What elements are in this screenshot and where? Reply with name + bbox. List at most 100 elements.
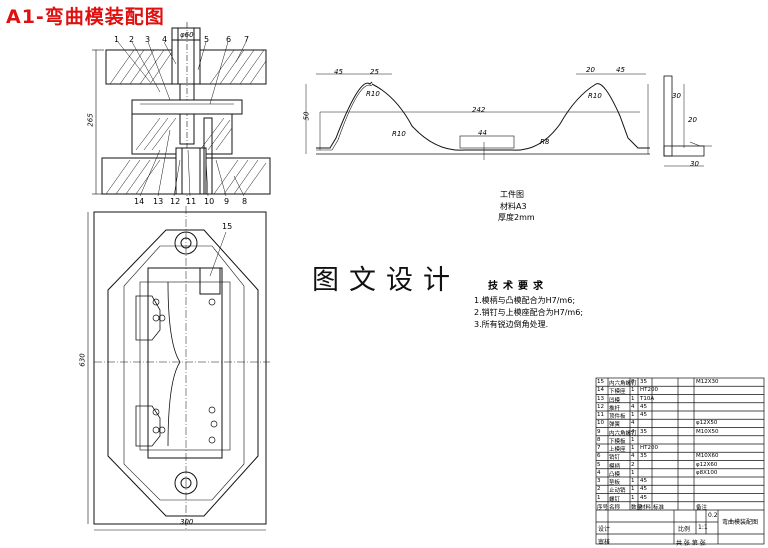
watermark-text: 图文设计 [312,265,460,296]
drawing-name: 弯曲模装配图 [722,519,759,526]
dim-side-base: 30 [690,160,699,168]
bom-cell-no: 7 [597,445,601,451]
bom-cell-mat: HT200 [640,445,658,451]
dim-side-mid: 20 [688,116,697,124]
bom-cell-name: 销钉 [609,455,621,462]
bom-cell-qty: 4 [631,453,635,460]
dim-bottom-flat: 44 [478,129,487,137]
bom-cell-name: 模柄 [609,463,621,470]
bom-cell-qty: 1 [631,486,635,493]
tech-requirement-3: 3.所有锐边倒角处理. [474,320,549,329]
bom-cell-no: 13 [597,395,604,402]
bom-cell-name: 凹模 [609,397,621,404]
callout-8: 8 [242,197,248,206]
bom-cell-no: 8 [597,436,601,443]
callout-15: 15 [222,222,233,231]
dim-r-right-top: R10 [588,92,602,100]
callout-6: 6 [226,35,232,44]
bom-cell-qty: 1 [631,412,635,418]
dim-r-left: R10 [392,130,406,138]
dim-right-slope: 20 [586,66,595,74]
plan-view [87,206,270,531]
scale-value: 1:1 [698,524,708,531]
bom-cell-mat: 35 [640,453,647,460]
bom-cell-no: 6 [597,453,601,460]
bom-cell-mat: HT200 [640,387,658,394]
bom-cell-note: φ12X60 [696,461,718,468]
bom-cell-qty: 1 [631,395,635,402]
bom-cell-mat: 35 [640,379,647,385]
tech-requirements-title: 技术要求 [488,281,548,292]
bom-cell-no: 14 [597,387,604,394]
scale-label: 比例 [678,526,691,533]
dim-r-right: R8 [540,138,550,146]
bom-cell-mat: 45 [640,403,647,410]
bom-cell-note: M10X50 [696,428,719,435]
bom-cell-qty: 1 [631,436,635,443]
bom-cell-mat: 35 [640,428,647,435]
bom-cell-no: 11 [597,412,604,418]
tech-requirement-1: 1.模柄与凸模配合为H7/m6; [474,296,576,305]
bom-cell-name: 止动销 [609,488,626,495]
bom-cell-mat: T10A [640,395,655,402]
dim-height: 50 [302,111,311,121]
bom-cell-name: 名称 [609,504,621,511]
dim-plan-width: 300 [180,518,194,526]
callout-1: 1 [114,35,120,44]
bom-cell-qty: 1 [631,494,635,501]
bom-cell-qty: 数量 [631,504,643,511]
bom-cell-qty: 4 [631,428,635,435]
bom-cell-note: φ12X50 [696,420,718,427]
bom-cell-no: 3 [597,478,601,484]
bom-cell-mat: 45 [640,478,647,484]
bom-cell-no: 1 [597,494,601,501]
callout-3: 3 [145,35,151,44]
bom-cell-no: 12 [597,403,604,410]
dim-plan-height: 630 [78,353,87,367]
dim-side-top: 30 [672,92,681,100]
dim-r-left-top: R10 [366,90,380,98]
workpiece-label: 工件图 [500,190,524,199]
callout-9: 9 [224,197,230,206]
bom-cell-std: 标准 [653,504,665,511]
bom-cell-qty: 4 [631,420,635,427]
bom-cell-note: M12X30 [696,379,719,385]
callout-4: 4 [162,35,168,44]
title-block-extra: 0.2 [708,512,718,519]
top-holder-hatch [109,49,267,85]
callout-5: 5 [204,35,210,44]
bom-cell-no: 4 [597,469,601,476]
bom-cell-name: 上模座 [609,447,626,453]
callout-14: 14 [134,197,145,206]
bom-cell-name: 内六角螺钉 [609,381,637,387]
front-view [92,22,271,200]
bom-cell-qty: 4 [631,403,635,410]
bom-cell-no: 序号 [597,504,609,511]
bom-cell-name: 内六角螺钉 [609,430,637,437]
bom-cell-qty: 1 [631,445,635,451]
bom-cell-note: 备注 [696,504,708,511]
bom-cell-mat: 45 [640,412,647,418]
dim-left-slope: 25 [370,68,379,76]
sheet-count: 共 张 第 张 [676,540,706,547]
bom-table [595,377,765,545]
bom-cell-name: 顶件板 [609,414,626,420]
bom-cell-qty: 1 [631,387,635,394]
tech-requirement-2: 2.销钉与上模座配合为H7/m6; [474,308,584,317]
dim-front-height: 265 [86,113,95,127]
bom-cell-name: 下模座 [609,389,626,396]
checker-label: 审核 [598,539,611,546]
bom-cell-mat: 45 [640,494,647,501]
bom-cell-name: 凸模 [609,471,621,478]
callout-13: 13 [153,197,164,206]
bom-cell-no: 5 [597,461,601,468]
bom-cell-no: 9 [597,428,601,435]
bom-cell-name: 垫板 [609,480,621,486]
callout-10: 10 [204,197,215,206]
bom-cell-name: 推杆 [609,405,621,412]
bom-cell-name: 螺钉 [609,496,621,503]
dim-right-flat: 45 [616,66,625,74]
bom-cell-qty: 8 [631,379,635,385]
bom-cell-note: φ8X100 [696,469,718,476]
